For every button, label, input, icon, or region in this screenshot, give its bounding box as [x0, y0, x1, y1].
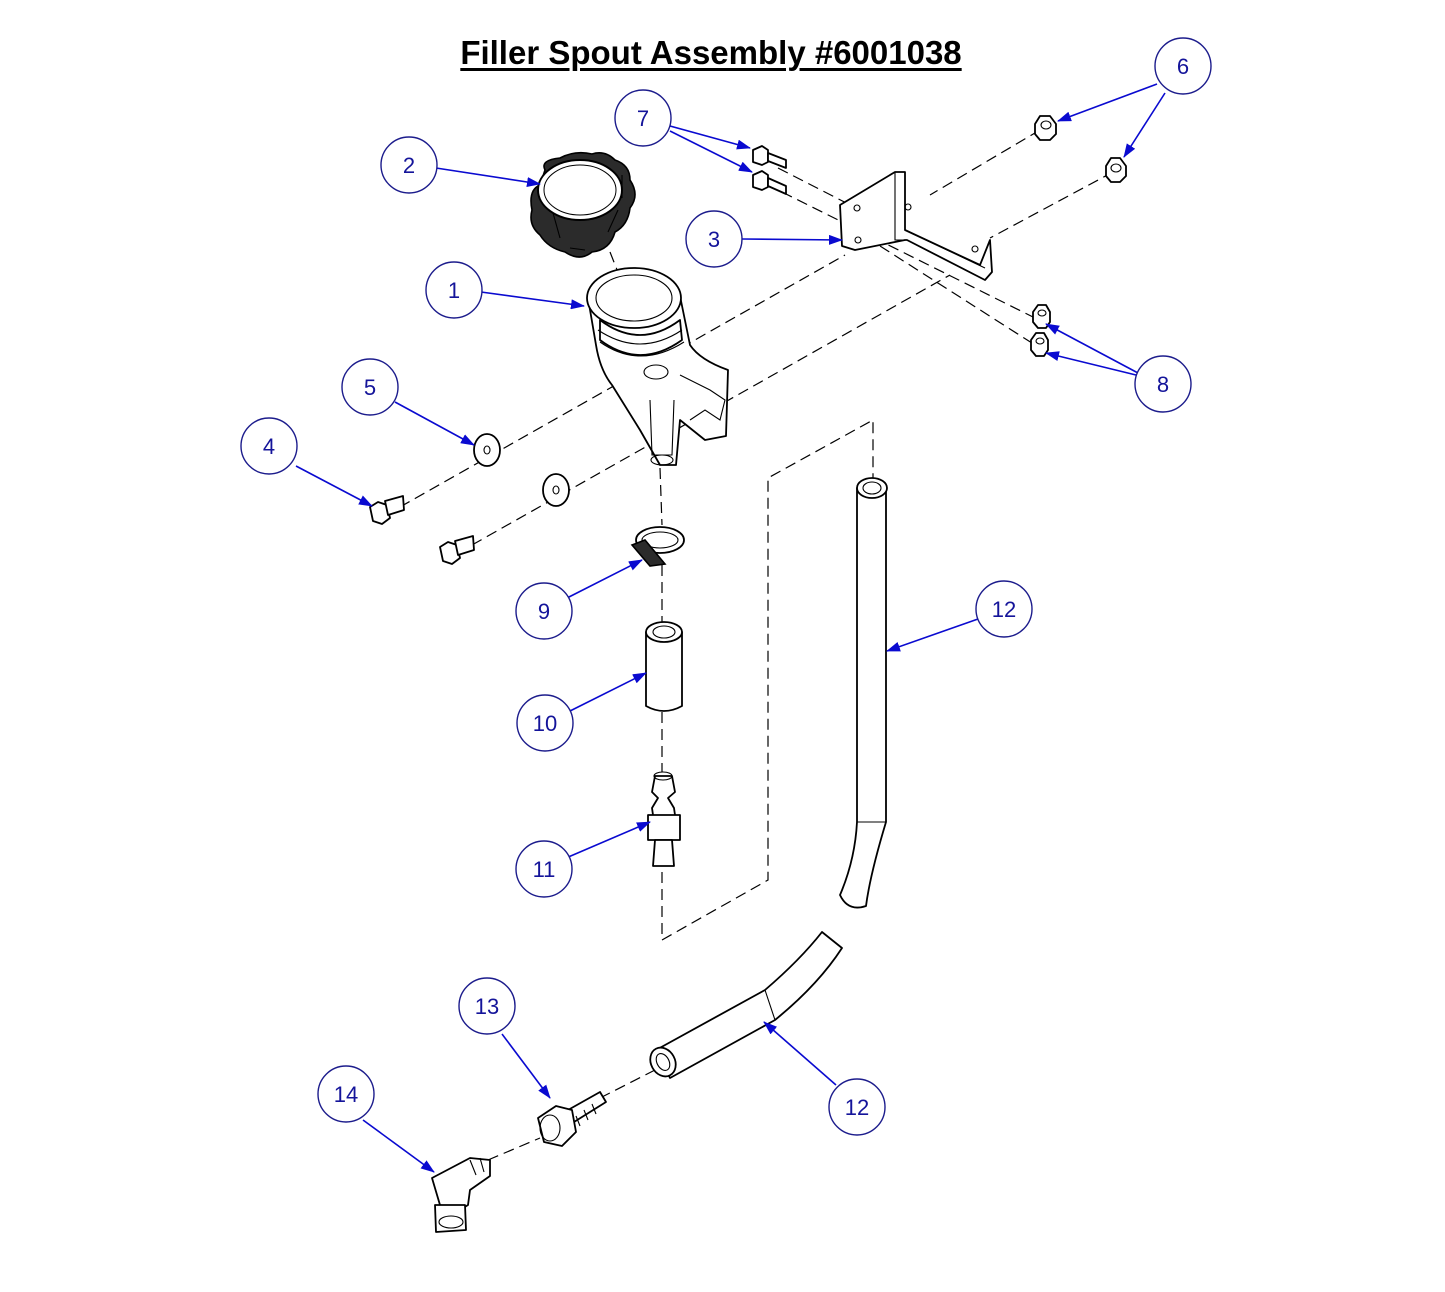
barb-fitting-part — [647, 771, 681, 867]
svg-text:12: 12 — [992, 597, 1016, 622]
svg-text:10: 10 — [533, 711, 557, 736]
hex-bolt-part — [369, 495, 475, 565]
bolt-part — [752, 145, 787, 195]
callout-11: 11 — [515, 840, 573, 898]
callout-12-lower: 12 — [828, 1078, 886, 1136]
lock-nut-part — [1030, 304, 1051, 357]
leader-arrows — [295, 83, 1166, 1173]
elbow-fitting-part — [431, 1157, 491, 1233]
callout-14: 14 — [317, 1065, 375, 1123]
hose-adapter-part — [537, 1091, 607, 1147]
filler-cap-part — [530, 151, 636, 258]
svg-text:11: 11 — [533, 857, 556, 882]
hose-clamp-part — [630, 526, 685, 567]
hose-bent-part — [649, 931, 843, 1079]
callout-4: 4 — [240, 417, 298, 475]
callout-10: 10 — [516, 694, 574, 752]
hose-vertical-part — [839, 477, 888, 909]
svg-text:6: 6 — [1177, 54, 1189, 79]
bracket-part — [839, 171, 993, 281]
callout-2: 2 — [380, 136, 438, 194]
hose-sleeve-part — [645, 621, 683, 712]
callout-5: 5 — [341, 358, 399, 416]
svg-text:9: 9 — [538, 599, 550, 624]
svg-text:1: 1 — [448, 278, 460, 303]
washer-part — [473, 433, 570, 507]
filler-neck-part — [586, 267, 729, 466]
svg-text:13: 13 — [475, 994, 499, 1019]
svg-text:4: 4 — [263, 434, 275, 459]
svg-text:5: 5 — [364, 375, 376, 400]
nut-part — [1034, 115, 1127, 183]
callout-8: 8 — [1134, 355, 1192, 413]
callout-9: 9 — [515, 582, 573, 640]
callout-13: 13 — [458, 977, 516, 1035]
callout-12-upper: 12 — [975, 580, 1033, 638]
svg-text:8: 8 — [1157, 372, 1169, 397]
callout-6: 6 — [1154, 37, 1212, 95]
svg-text:14: 14 — [334, 1082, 358, 1107]
svg-text:3: 3 — [708, 227, 720, 252]
svg-text:12: 12 — [845, 1095, 869, 1120]
diagram-title: Filler Spout Assembly #6001038 — [460, 34, 962, 71]
svg-text:7: 7 — [637, 106, 649, 131]
svg-text:2: 2 — [403, 153, 415, 178]
callout-3: 3 — [685, 210, 743, 268]
callout-1: 1 — [425, 261, 483, 319]
callout-7: 7 — [614, 89, 672, 147]
